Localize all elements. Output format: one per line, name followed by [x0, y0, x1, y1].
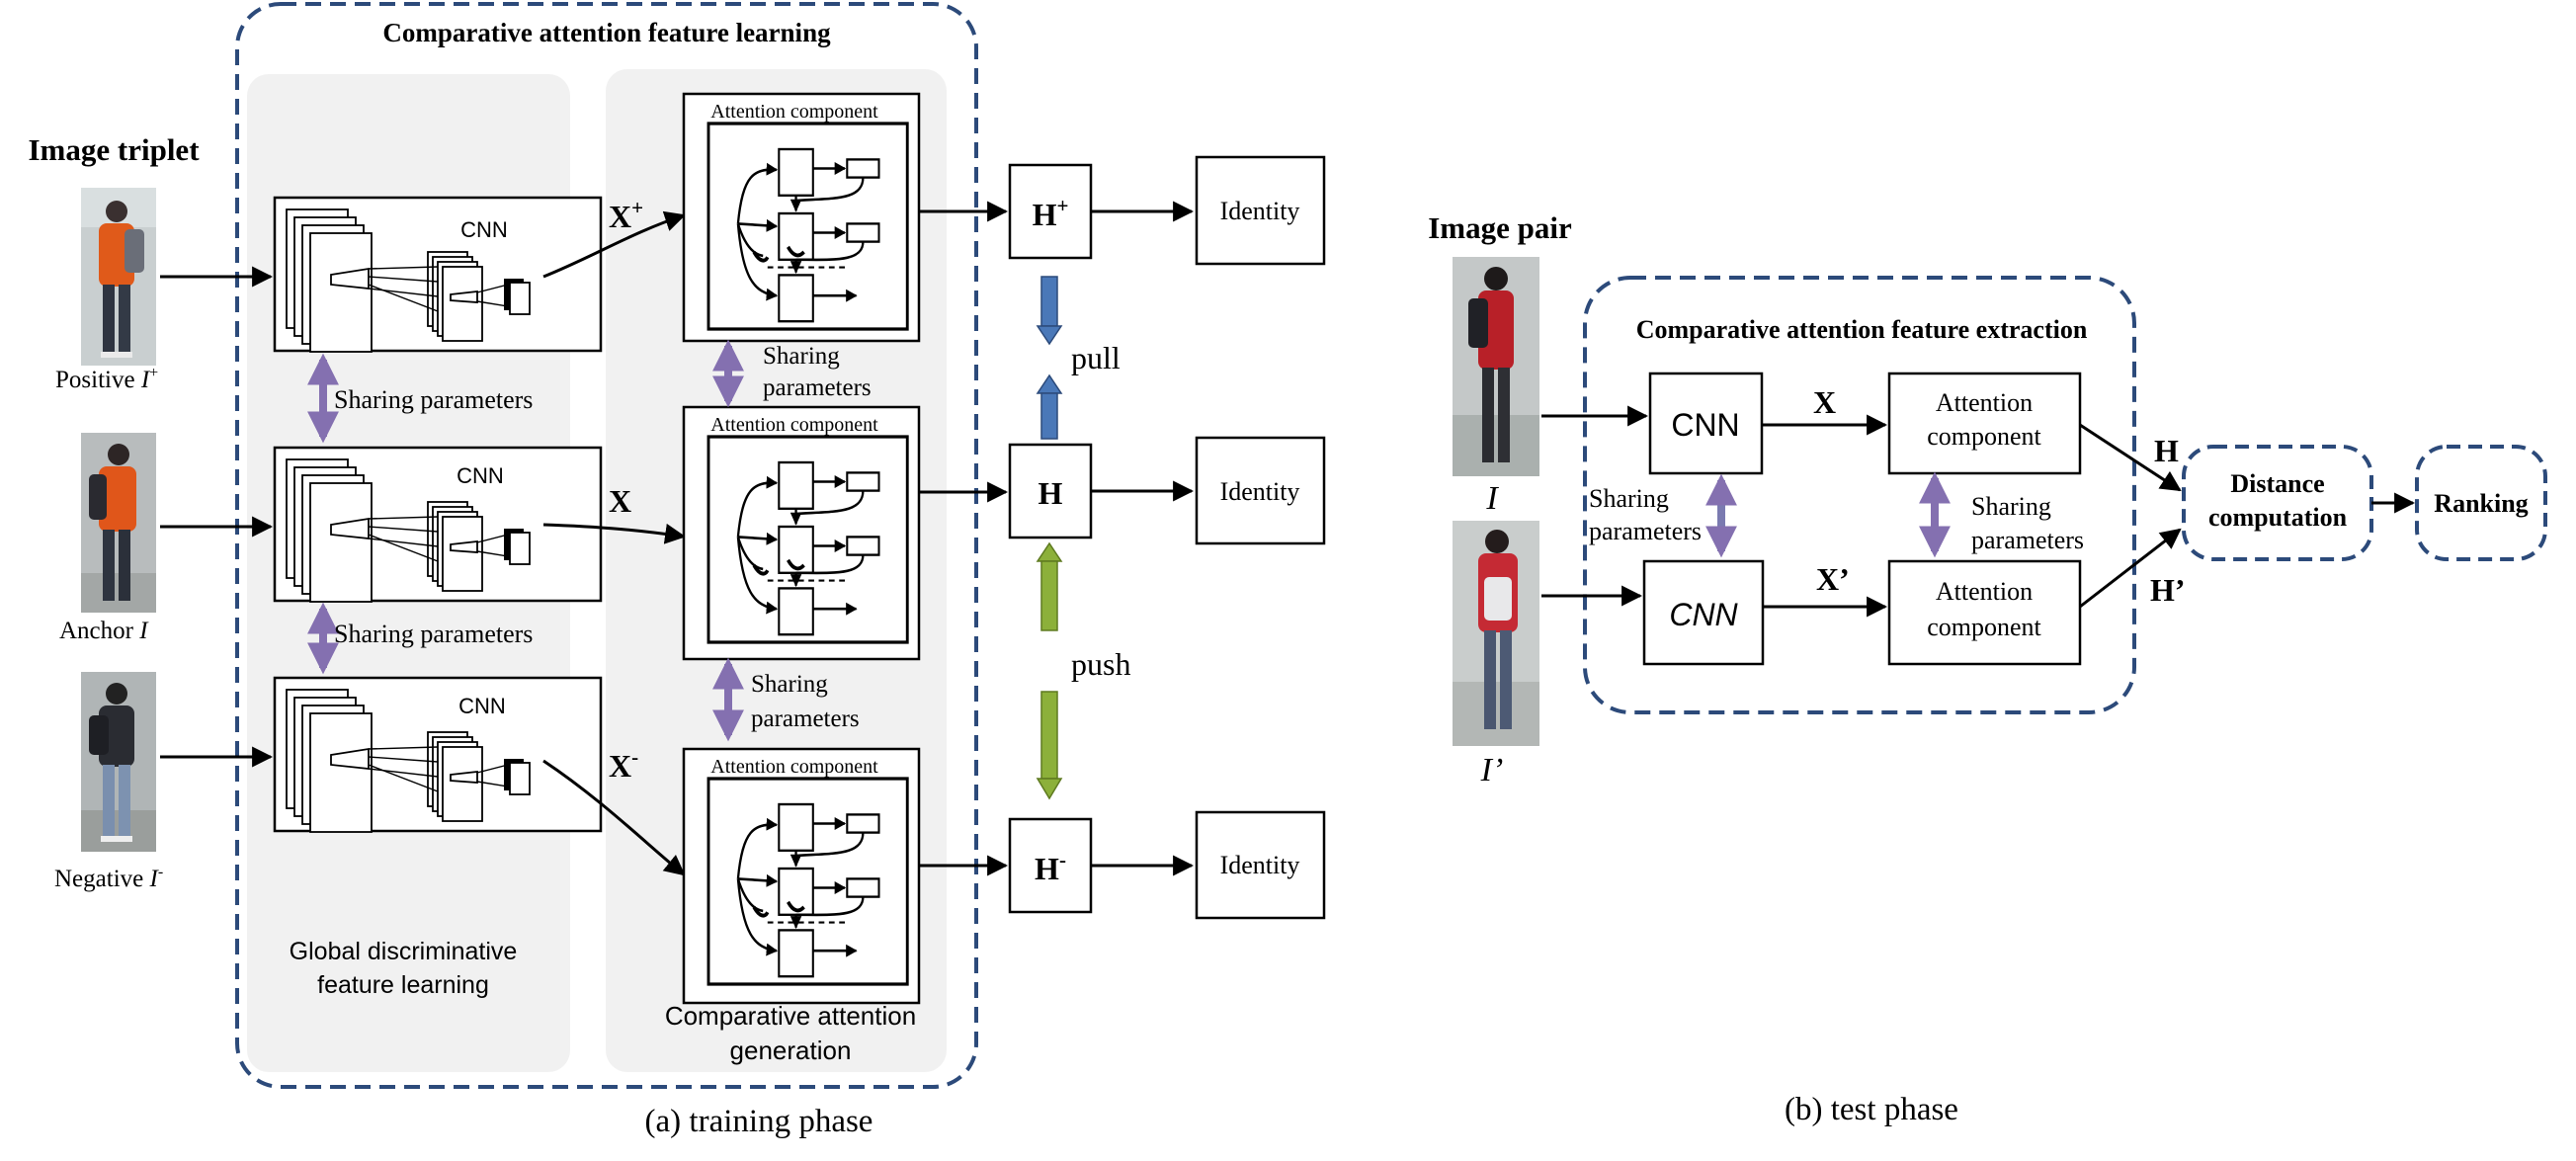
test-x-top: X [1813, 384, 1836, 420]
sharing-label-attn-1a: Sharing [763, 343, 840, 370]
test-image-bottom [1453, 521, 1539, 746]
sharing-label-attn-2a: Sharing [751, 671, 828, 698]
h-box-positive: H+ [1008, 163, 1093, 260]
svg-text:computation: computation [2208, 503, 2348, 532]
cnn-block-negative: CNN [273, 676, 603, 834]
svg-text:Attention: Attention [1936, 388, 2033, 417]
arrow-attn-bottom-to-distance [2079, 528, 2182, 609]
h-box-anchor: H [1008, 443, 1093, 539]
negative-label: Negative I- [54, 864, 163, 892]
test-input-top-label: I [1485, 480, 1499, 517]
feature-x-positive: X+ [609, 196, 643, 234]
panel1-label-line2: feature learning [317, 971, 489, 999]
test-h-bottom: H’ [2150, 572, 2186, 608]
test-section-title: Comparative attention feature extraction [1636, 315, 2088, 344]
sharing-label-attn-2b: parameters [751, 705, 860, 732]
test-cnn-bottom: CNN [1642, 559, 1765, 666]
feature-x-negative: X- [609, 745, 638, 784]
svg-text:H-: H- [1035, 848, 1066, 886]
svg-text:Identity: Identity [1220, 197, 1300, 225]
training-section-title: Comparative attention feature learning [382, 18, 831, 47]
image-pair-label: Image pair [1428, 210, 1572, 245]
svg-text:Identity: Identity [1220, 477, 1300, 506]
sharing-label-cnn-1: Sharing parameters [334, 385, 533, 414]
attention-block-negative: Attention component [682, 747, 921, 1005]
test-h-top: H [2154, 433, 2179, 468]
feature-x-anchor: X [609, 483, 631, 519]
positive-label: Positive I+ [55, 365, 158, 393]
attention-block-anchor: Attention component [682, 405, 921, 661]
h-box-negative: H- [1008, 817, 1093, 914]
svg-text:Identity: Identity [1220, 851, 1300, 879]
identity-box-anchor: Identity [1195, 436, 1326, 545]
identity-box-negative: Identity [1195, 810, 1326, 920]
svg-text:CNN: CNN [1671, 407, 1739, 443]
test-input-bottom-label: I’ [1480, 752, 1504, 788]
attention-label-anchor: Attention component [710, 414, 878, 436]
cnn-label-anchor: CNN [457, 463, 504, 488]
svg-text:CNN: CNN [1669, 597, 1738, 632]
negative-image [81, 672, 156, 852]
cnn-label-positive: CNN [460, 217, 508, 242]
sharing-label-cnn-2: Sharing parameters [334, 620, 533, 648]
test-attention-bottom: Attention component [1887, 559, 2082, 666]
test-x-bottom: X’ [1816, 561, 1850, 597]
attention-label-negative: Attention component [710, 756, 878, 778]
test-sharing-cnn-line1: Sharing [1589, 484, 1669, 513]
test-sharing-cnn-line2: parameters [1589, 517, 1702, 545]
cnn-label-negative: CNN [458, 694, 506, 718]
training-dashed-border [235, 2, 978, 1089]
test-image-top [1453, 257, 1539, 476]
training-caption: (a) training phase [645, 1104, 873, 1139]
sharing-label-attn-1b: parameters [763, 374, 872, 401]
test-dashed-border [1583, 276, 2136, 714]
panel1-label-line1: Global discriminative [290, 938, 518, 965]
svg-text:Ranking: Ranking [2434, 489, 2528, 518]
test-attention-top: Attention component [1887, 372, 2082, 475]
test-cnn-top: CNN [1648, 372, 1764, 475]
svg-text:component: component [1927, 613, 2041, 641]
cnn-block-positive: CNN [273, 196, 603, 354]
ranking-box: Ranking [2415, 445, 2547, 561]
pull-arrows [1036, 276, 1063, 440]
distance-computation-box: Distance computation [2182, 445, 2373, 561]
pull-label: pull [1071, 340, 1121, 375]
arrow-cnn-to-attn-anchor [542, 523, 687, 544]
panel2-label-line1: Comparative attention [665, 1001, 916, 1031]
test-sharing-attn-line1: Sharing [1971, 492, 2051, 521]
svg-text:Distance: Distance [2230, 469, 2324, 498]
push-arrows [1036, 541, 1063, 800]
arrow-attn-top-to-distance [2079, 423, 2182, 492]
svg-text:Attention: Attention [1936, 577, 2033, 606]
cnn-block-anchor: CNN [273, 446, 603, 604]
anchor-label: Anchor I [59, 618, 149, 644]
test-sharing-attn-line2: parameters [1971, 526, 2084, 554]
svg-text:component: component [1927, 422, 2041, 451]
positive-image [81, 188, 156, 366]
test-caption: (b) test phase [1785, 1092, 1958, 1127]
panel2-label-line2: generation [730, 1036, 852, 1065]
svg-text:H: H [1039, 475, 1063, 511]
anchor-image [81, 433, 156, 613]
svg-text:H+: H+ [1033, 194, 1069, 232]
attention-label-positive: Attention component [710, 101, 878, 123]
identity-box-positive: Identity [1195, 155, 1326, 266]
image-triplet-label: Image triplet [28, 132, 200, 167]
arrow-cnn-to-attn-positive [542, 210, 686, 279]
push-label: push [1071, 646, 1130, 682]
attention-block-positive: Attention component [682, 92, 921, 343]
arrow-cnn-to-attn-negative [542, 759, 686, 876]
